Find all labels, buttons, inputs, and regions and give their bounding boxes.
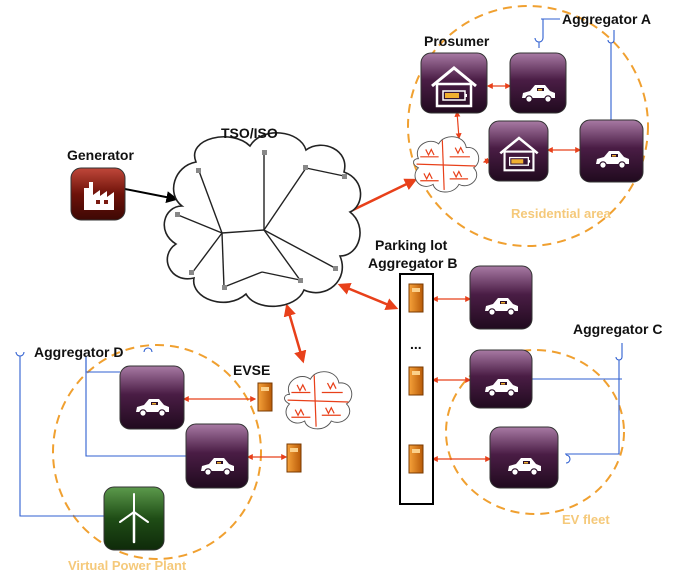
vpp-ev-tile-1 xyxy=(119,365,185,430)
tso-network-cloud-icon xyxy=(163,132,362,308)
distribution-grid-cloud-icon xyxy=(412,136,480,193)
ev-fleet-label: EV fleet xyxy=(562,512,610,527)
distribution-grid-cloud-icon xyxy=(283,371,353,430)
fleet-ev-tile-1 xyxy=(469,349,533,409)
aggregator-d-label: Aggregator D xyxy=(34,344,124,360)
aggregator-b-label: Aggregator B xyxy=(368,255,458,271)
prosumer-ev-tile xyxy=(509,52,567,114)
ev-fleet-region xyxy=(445,349,625,515)
charging-station-icon xyxy=(408,444,424,474)
more-chargers-ellipsis: ... xyxy=(410,336,422,352)
wind-turbine-icon xyxy=(119,493,149,544)
factory-icon xyxy=(84,182,114,210)
charging-station-icon xyxy=(408,283,424,313)
prosumer-label: Prosumer xyxy=(424,33,490,49)
generator-tile xyxy=(70,167,126,221)
parking-lot-label: Parking lot xyxy=(375,237,448,253)
residential-area-label: Residential area xyxy=(511,206,611,221)
vpp-ev-tile-2 xyxy=(185,423,249,489)
aggregator-c-label: Aggregator C xyxy=(573,321,663,337)
wind-turbine-tile xyxy=(103,486,165,551)
fleet-ev-tile-2 xyxy=(489,426,559,489)
virtual-power-plant-label: Virtual Power Plant xyxy=(68,558,187,573)
residential-area-region xyxy=(407,5,649,247)
charging-station-icon xyxy=(286,443,302,473)
aggregator-a-label: Aggregator A xyxy=(562,11,651,27)
virtual-power-plant-region xyxy=(52,344,262,560)
evse-label: EVSE xyxy=(233,362,271,378)
residential-ev-tile-2 xyxy=(579,119,644,183)
house-tile-2 xyxy=(488,120,549,182)
parking-ev-tile xyxy=(469,265,533,330)
tso-iso-label: TSO/ISO xyxy=(221,125,278,141)
prosumer-house-tile xyxy=(420,52,488,114)
generator-label: Generator xyxy=(67,147,134,163)
charging-station-icon xyxy=(408,366,424,396)
charging-station-icon xyxy=(257,382,273,412)
links xyxy=(124,83,582,462)
